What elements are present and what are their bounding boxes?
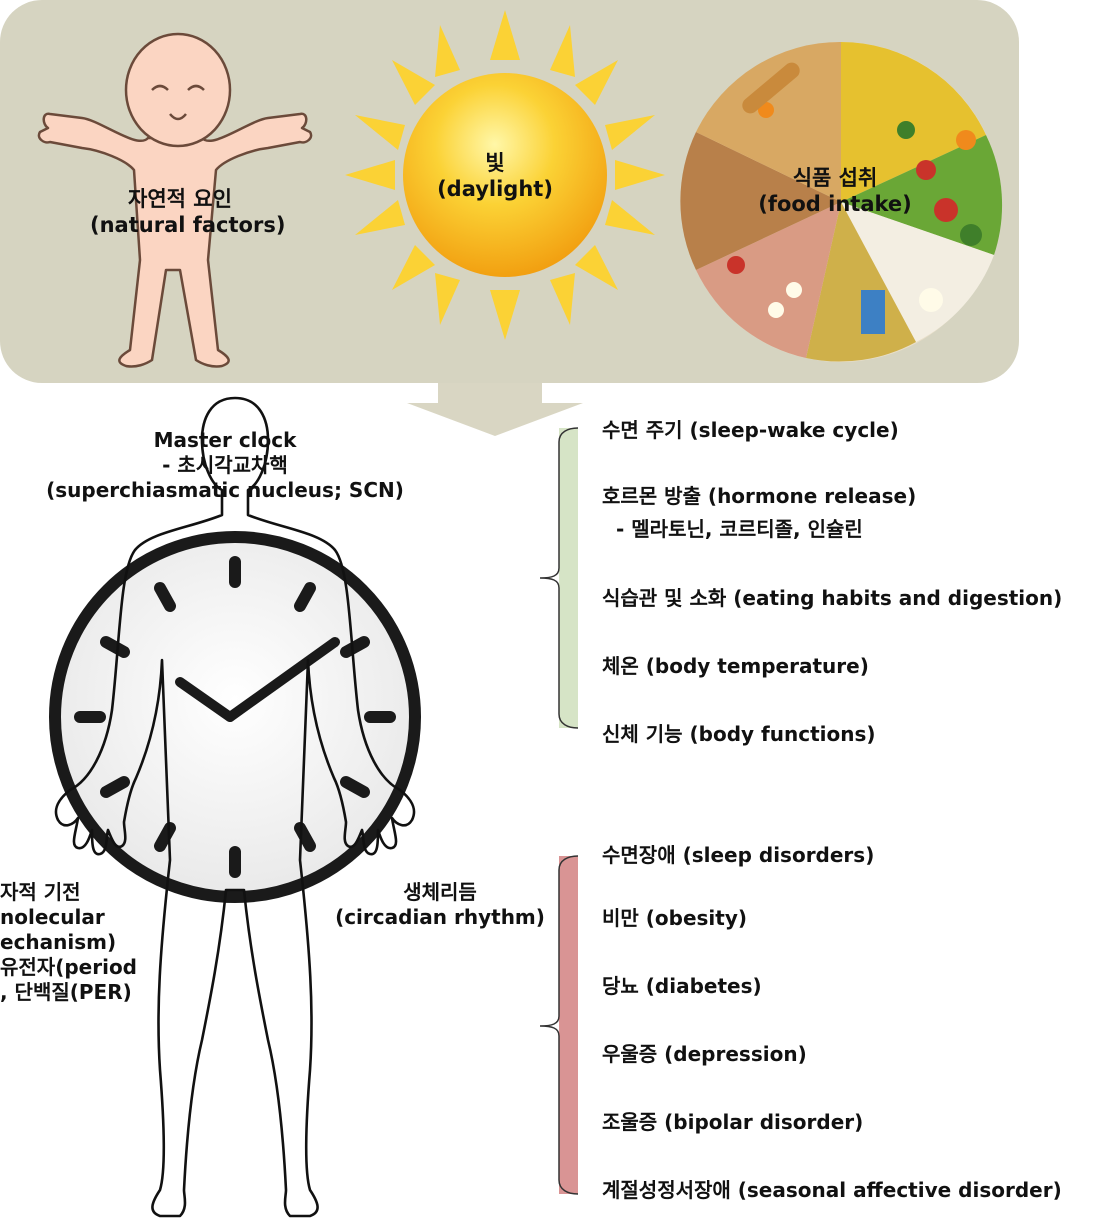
daylight-en: (daylight) <box>425 176 565 202</box>
function-item: 신체 기능 (body functions) <box>602 722 876 746</box>
function-item: 체온 (body temperature) <box>602 654 869 678</box>
bracket-graphics <box>538 418 588 1208</box>
food-intake-ko: 식품 섭취 <box>745 165 925 191</box>
disorder-item: 우울증 (depression) <box>602 1042 807 1066</box>
food-intake-label: 식품 섭취 (food intake) <box>745 165 925 218</box>
disorder-item: 수면장애 (sleep disorders) <box>602 843 874 867</box>
circadian-rhythm-en: (circadian rhythm) <box>335 905 545 930</box>
molecular-line-3: echanism) <box>0 930 137 955</box>
disorder-item: 당뇨 (diabetes) <box>602 974 762 998</box>
molecular-line-5: , 단백질(PER) <box>0 980 137 1005</box>
disorder-item: 계절성정서장애 (seasonal affective disorder) <box>602 1178 1062 1202</box>
food-intake-en: (food intake) <box>745 191 925 217</box>
function-item: 호르몬 방출 (hormone release) <box>602 484 916 508</box>
molecular-line-1: 자적 기전 <box>0 880 137 905</box>
function-item: 수면 주기 (sleep-wake cycle) <box>602 418 899 442</box>
master-clock-en: (superchiasmatic nucleus; SCN) <box>40 478 410 503</box>
daylight-ko: 빛 <box>425 150 565 176</box>
molecular-line-4: 유전자(period <box>0 955 137 980</box>
function-item: 식습관 및 소화 (eating habits and digestion) <box>602 586 1062 610</box>
circadian-rhythm-label: 생체리듬 (circadian rhythm) <box>335 880 545 930</box>
natural-factors-ko: 자연적 요인 <box>90 186 270 212</box>
master-clock-label: Master clock - 초시각교차핵 (superchiasmatic n… <box>40 428 410 503</box>
disorder-item: 비만 (obesity) <box>602 906 747 930</box>
functions-bar <box>559 428 578 728</box>
daylight-label: 빛 (daylight) <box>425 150 565 203</box>
master-clock-ko: - 초시각교차핵 <box>40 453 410 478</box>
disorders-bar <box>559 856 578 1194</box>
molecular-line-2: nolecular <box>0 905 137 930</box>
function-item-sub: - 멜라토닌, 코르티졸, 인슐린 <box>616 517 863 541</box>
disorder-item: 조울증 (bipolar disorder) <box>602 1110 863 1134</box>
body-clock-illustration <box>30 390 470 1218</box>
natural-factors-en: (natural factors) <box>90 212 270 238</box>
molecular-mechanism-label: 자적 기전 nolecular echanism) 유전자(period , 단… <box>0 880 137 1005</box>
circadian-rhythm-ko: 생체리듬 <box>335 880 545 905</box>
master-clock-title: Master clock <box>40 428 410 453</box>
natural-factors-label: 자연적 요인 (natural factors) <box>90 186 270 239</box>
